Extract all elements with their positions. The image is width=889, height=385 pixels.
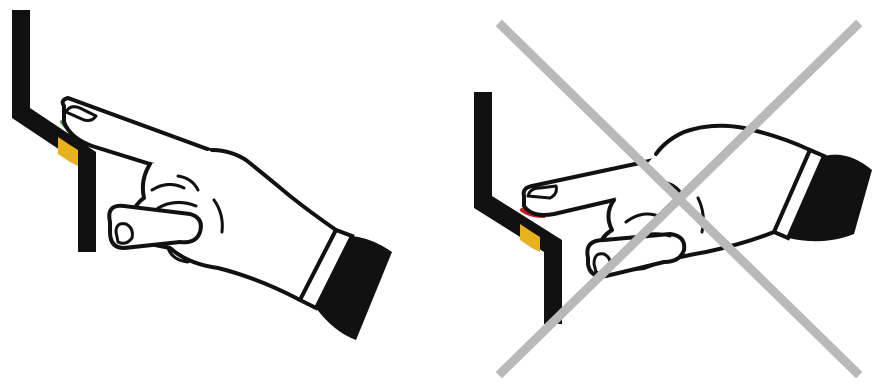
correct-placement-panel [0,0,444,385]
incorrect-placement-illustration [444,0,889,385]
pointing-hand-icon [524,126,810,277]
correct-placement-illustration [0,0,444,385]
incorrect-placement-panel [444,0,889,385]
pointing-hand-icon [63,98,336,300]
